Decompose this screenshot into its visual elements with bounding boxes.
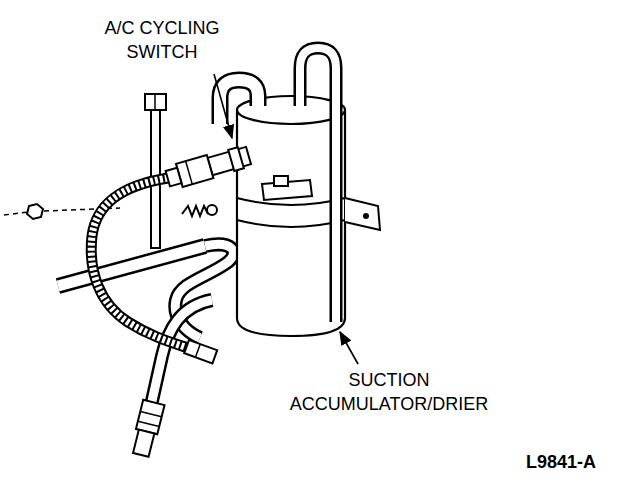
tube-outline [175, 244, 233, 338]
harness-outline [91, 178, 188, 348]
fitting-edge [140, 411, 161, 416]
bolt-head-edge [154, 94, 156, 110]
accumulator-canister [237, 96, 380, 336]
harness-connector [184, 340, 217, 363]
mounting-bolt [145, 94, 166, 248]
part-label: A/C CYCLING SWITCH [72, 16, 252, 65]
connector-edge [195, 344, 200, 357]
bracket-hole [363, 213, 369, 219]
connector-boot [166, 168, 182, 187]
clamp-tab [274, 176, 288, 186]
cycling-switch [164, 144, 251, 190]
part-label: SUCTION ACCUMULATOR/DRIER [258, 368, 520, 417]
nut [27, 204, 43, 219]
harness-corrugation [91, 178, 188, 348]
stud-thread [182, 206, 208, 216]
stud [182, 205, 217, 216]
lower-fitting [130, 400, 164, 458]
tube-fill [175, 244, 233, 338]
switch-body [208, 147, 251, 175]
fitting-tube-end [133, 430, 154, 457]
dashed-line [4, 212, 28, 215]
canister-body [237, 110, 345, 336]
stud-end [207, 205, 217, 215]
wiring-harness [91, 178, 217, 363]
leader-arrow [340, 332, 358, 364]
bolt-head [145, 94, 166, 110]
connector-edge [186, 161, 193, 184]
fitting-edge [138, 421, 159, 426]
figure-code: L9841-A [526, 450, 618, 474]
canister-tubes [220, 48, 336, 322]
mounting-band [237, 198, 345, 227]
leader-arrow [214, 74, 232, 138]
switch-hex [228, 147, 244, 171]
bracket-tab [345, 198, 380, 230]
tube-clamp [262, 176, 312, 200]
